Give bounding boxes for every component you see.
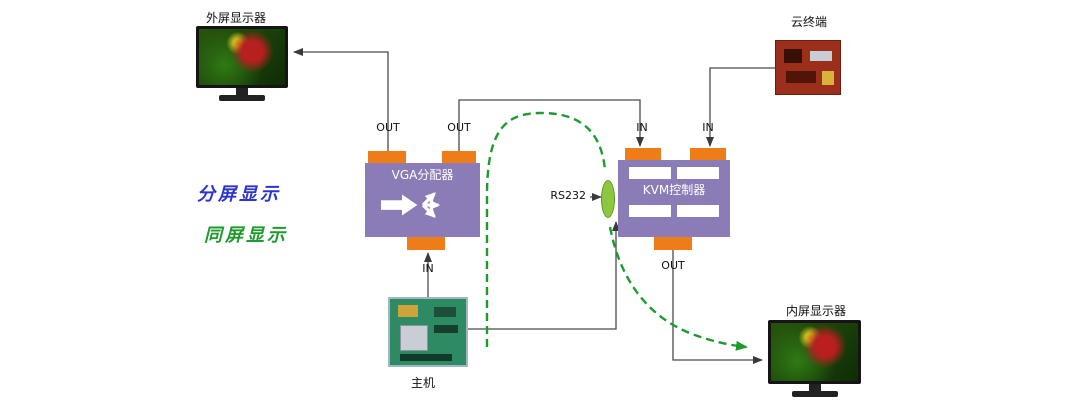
wire-cloud-terminal-to-kvm <box>706 67 777 147</box>
board-component <box>434 325 458 333</box>
wire-kvm-to-internal-monitor <box>672 250 763 364</box>
kvm-slot <box>629 205 671 217</box>
board-cpu <box>400 325 428 351</box>
host-label: 主机 <box>411 376 436 390</box>
wire-vga-to-external-monitor <box>293 48 389 151</box>
vga-out-left-label: OUT <box>376 121 400 134</box>
vga-out-right-connector <box>442 151 476 164</box>
same-screen-dashed-path-up <box>485 111 607 347</box>
kvm-slot <box>629 167 671 179</box>
kvm-in-right-connector <box>690 148 726 161</box>
cloud-terminal-label: 云终端 <box>791 15 828 29</box>
wire-vga-to-kvm <box>458 99 644 151</box>
board-component <box>400 354 452 361</box>
board-component <box>434 307 456 317</box>
vga-in-label: IN <box>422 262 434 275</box>
board-component <box>786 71 816 83</box>
kvm-in-right-label: IN <box>702 121 714 134</box>
split-screen-text: 分屏显示 <box>197 184 281 205</box>
internal-monitor-stand <box>808 384 821 391</box>
internal-monitor-image <box>771 323 858 381</box>
vga-splitter-title: VGA分配器 <box>391 168 454 182</box>
internal-monitor-base <box>791 391 838 397</box>
kvm-controller-title: KVM控制器 <box>642 183 706 197</box>
kvm-slot-row <box>618 205 730 217</box>
internal-monitor-screen <box>768 320 861 384</box>
same-screen-text: 同屏显示 <box>204 225 288 246</box>
host-board <box>388 297 468 367</box>
kvm-out-connector <box>654 236 692 250</box>
board-component <box>822 71 834 85</box>
rs232-label: RS232 <box>550 189 586 202</box>
wire-host-to-rs232-port <box>468 221 620 330</box>
kvm-slot <box>677 205 719 217</box>
same-screen-dashed-path-down <box>608 226 748 351</box>
board-component <box>398 305 418 317</box>
rs232-port <box>601 180 615 218</box>
external-monitor-label: 外屏显示器 <box>206 11 267 25</box>
kvm-slot <box>677 167 719 179</box>
external-monitor-image <box>199 29 285 85</box>
vga-out-left-connector <box>368 151 406 164</box>
vga-split-arrows-icon <box>380 192 440 218</box>
cloud-terminal-board <box>775 40 841 95</box>
external-monitor <box>196 26 288 101</box>
internal-monitor <box>768 320 861 397</box>
external-monitor-screen <box>196 26 288 88</box>
vga-in-connector <box>407 236 445 250</box>
external-monitor-stand <box>236 88 248 95</box>
vga-splitter-box: VGA分配器 <box>365 163 480 237</box>
vga-out-right-label: OUT <box>447 121 471 134</box>
kvm-out-label: OUT <box>661 259 685 272</box>
kvm-controller-box: KVM控制器 <box>618 160 730 237</box>
kvm-in-left-label: IN <box>636 121 648 134</box>
external-monitor-base <box>219 95 265 101</box>
internal-monitor-label: 内屏显示器 <box>786 304 847 318</box>
kvm-in-left-connector <box>625 148 661 161</box>
board-component <box>810 51 832 61</box>
board-component <box>784 49 802 63</box>
kvm-slot-row <box>618 167 730 179</box>
